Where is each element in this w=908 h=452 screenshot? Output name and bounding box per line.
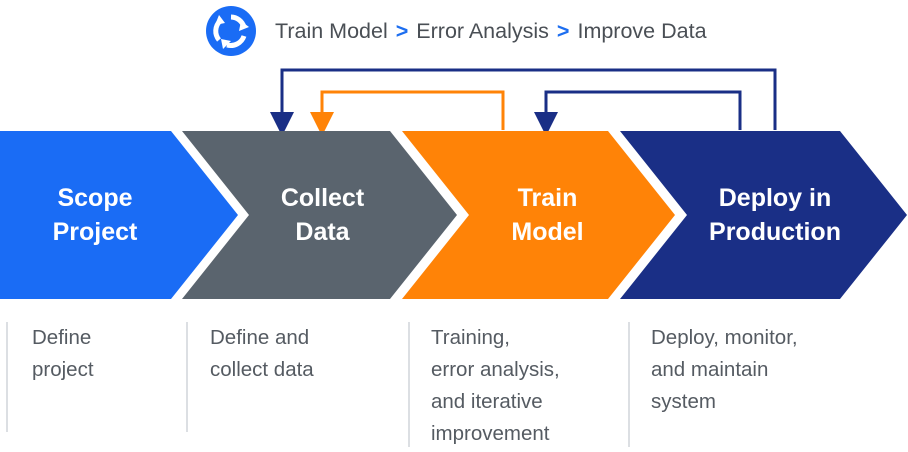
loop-step-train: Train Model bbox=[275, 18, 388, 43]
stage-chevron-scope bbox=[0, 131, 238, 299]
loop-step-error-analysis: Error Analysis bbox=[416, 18, 549, 43]
column-divider bbox=[186, 322, 188, 432]
loop-arrow-deploy-to-collect bbox=[270, 68, 777, 136]
cycle-arrows-icon bbox=[206, 6, 256, 56]
loop-arrow-deploy-to-train bbox=[534, 90, 742, 136]
chevron-right-icon: > bbox=[556, 18, 570, 43]
column-divider bbox=[628, 322, 630, 447]
stage-chevron-deploy bbox=[620, 131, 907, 299]
chevron-right-icon: > bbox=[395, 18, 409, 43]
loop-step-improve-data: Improve Data bbox=[577, 18, 707, 43]
stage-label-train: Train Model bbox=[511, 184, 584, 246]
stage-chevron-train bbox=[402, 131, 675, 299]
column-divider bbox=[6, 322, 8, 432]
stage-label-collect: Collect Data bbox=[280, 184, 365, 246]
stage-description-collect: Define and collect data bbox=[210, 326, 314, 381]
loop-arrow-train-to-collect bbox=[310, 90, 505, 136]
stage-label-deploy: Deploy in Production bbox=[709, 184, 841, 246]
stage-description-deploy: Deploy, monitor, and maintain system bbox=[651, 326, 798, 413]
column-divider bbox=[408, 322, 410, 447]
stage-description-train: Training, error analysis, and iterative … bbox=[431, 326, 560, 445]
loop-steps: Train Model > Error Analysis > Improve D… bbox=[275, 19, 707, 44]
stage-label-scope: Scope Project bbox=[52, 184, 138, 246]
loop-header: Train Model > Error Analysis > Improve D… bbox=[205, 6, 707, 56]
stage-chevron-collect bbox=[182, 131, 457, 299]
stage-description-scope: Define project bbox=[32, 326, 94, 381]
